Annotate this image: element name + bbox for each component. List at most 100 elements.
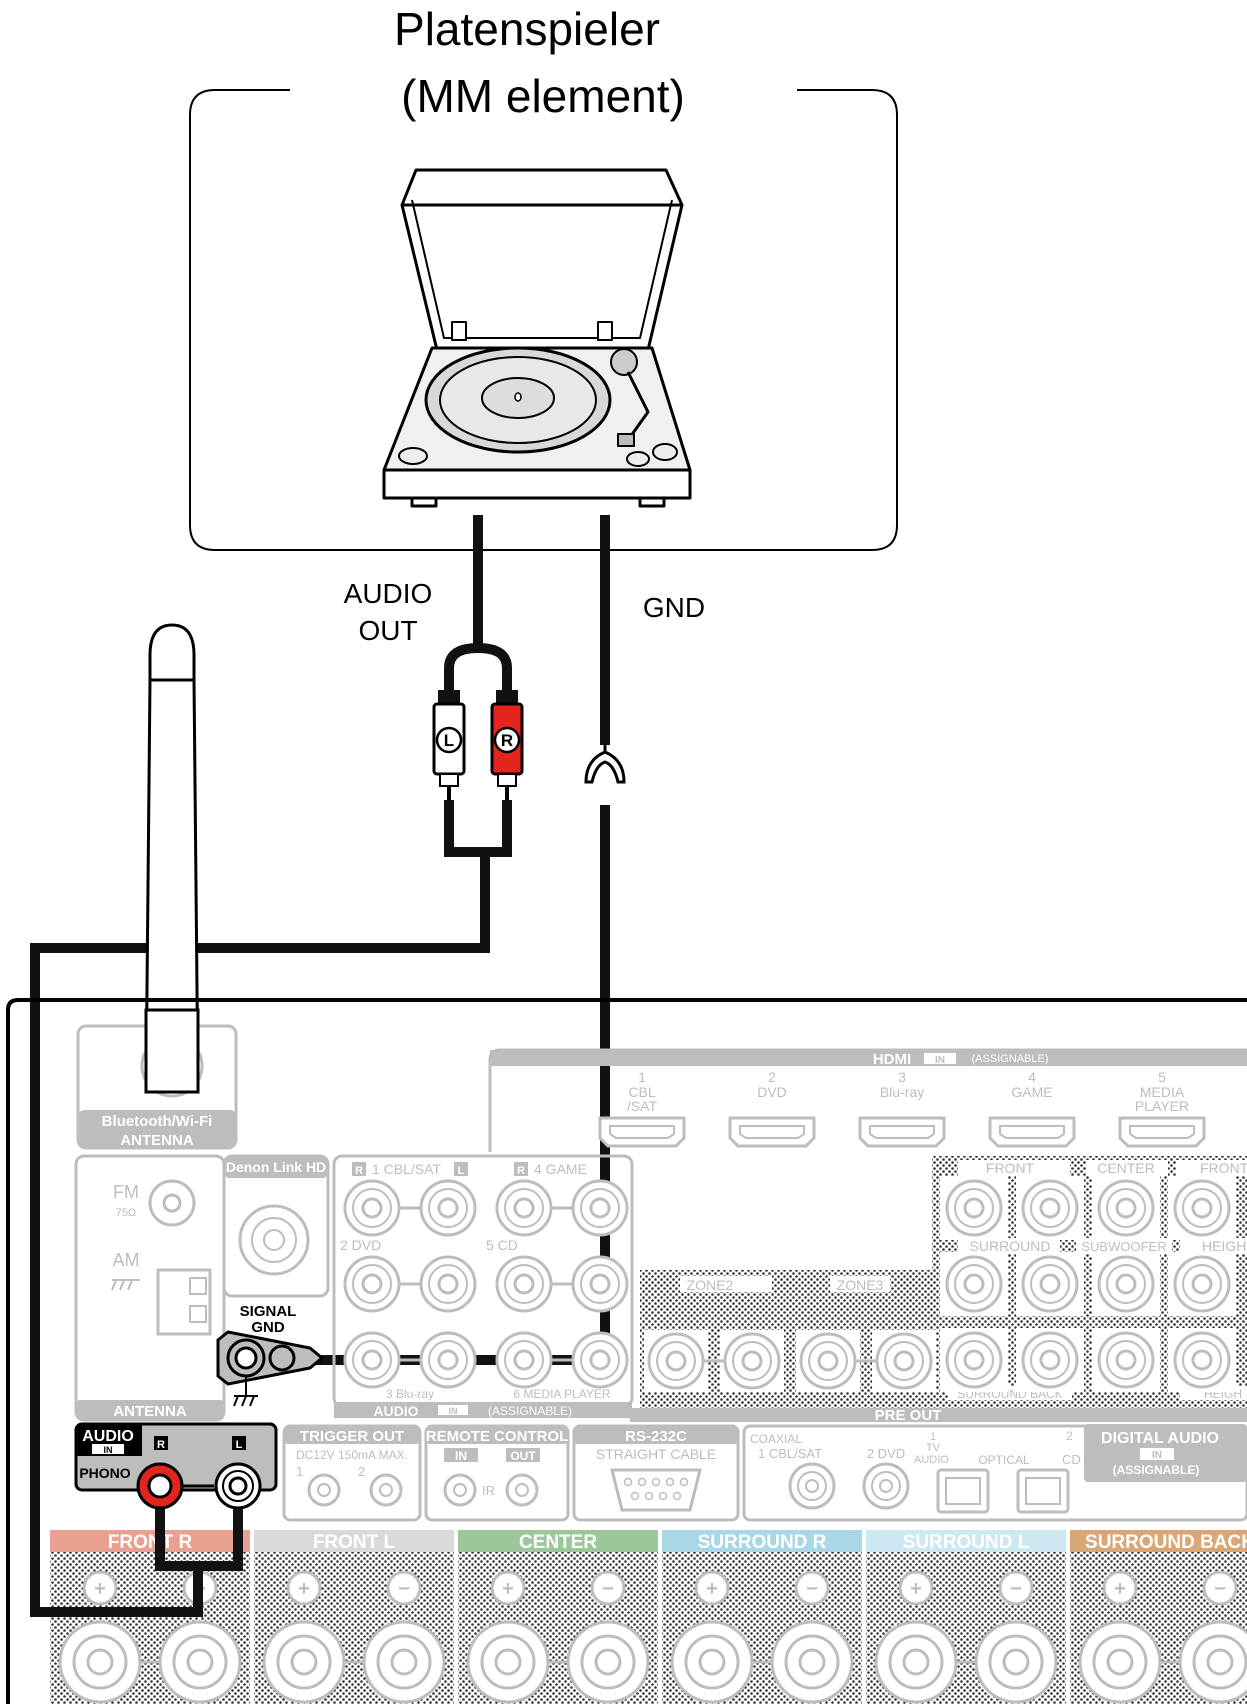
coaxial-label: COAXIAL xyxy=(750,1432,802,1446)
signal-gnd-label-line2: GND xyxy=(251,1319,285,1336)
speaker-terminal-3[interactable]: CENTER+− xyxy=(458,1530,658,1704)
receiver-panel-edge xyxy=(6,998,1247,1704)
svg-text:+: + xyxy=(1114,1578,1126,1600)
pre-out-surround-label: SURROUND xyxy=(970,1238,1051,1254)
gnd-spade-icon xyxy=(584,745,626,784)
hdmi-input-num: 1 xyxy=(638,1069,646,1085)
audio-in-jack-l[interactable] xyxy=(571,1255,629,1313)
svg-text:+: + xyxy=(910,1578,922,1600)
pre-out-jack[interactable] xyxy=(1097,1179,1155,1237)
pre-out-jack[interactable] xyxy=(945,1331,1003,1389)
digital-audio-label: DIGITAL AUDIO xyxy=(1101,1430,1219,1447)
audio-out-label-line1: AUDIO xyxy=(344,578,433,609)
audio-in-jack-r[interactable] xyxy=(343,1255,401,1313)
rs232c-label: RS-232C xyxy=(625,1428,687,1445)
digital-audio-assignable-label: (ASSIGNABLE) xyxy=(1113,1463,1200,1477)
hdmi-block: HDMI IN (ASSIGNABLE) xyxy=(488,1048,1247,1152)
fm-ohm-label: 75Ω xyxy=(116,1207,136,1219)
zone-jack[interactable] xyxy=(875,1332,933,1390)
remote-out-label: OUT xyxy=(510,1449,536,1463)
signal-gnd-terminal xyxy=(216,1330,325,1407)
svg-text:−: − xyxy=(1010,1578,1022,1600)
audio-in-jack-r[interactable] xyxy=(495,1255,553,1313)
optical-tv-audio-label: AUDIO xyxy=(914,1454,949,1466)
audio-in-footer-assignable: (ASSIGNABLE) xyxy=(488,1404,572,1418)
audio-in-r-badge: R xyxy=(355,1165,363,1177)
speaker-terminals: FRONT R+−FRONT L+−CENTER+−SURROUND R+−SU… xyxy=(50,1530,1247,1704)
coaxial-dvd-label: 2 DVD xyxy=(867,1446,905,1461)
trigger-2-label: 2 xyxy=(358,1464,365,1479)
pre-out-jack[interactable] xyxy=(1021,1255,1079,1313)
svg-text:−: − xyxy=(1214,1578,1226,1600)
pre-out-jack[interactable] xyxy=(945,1255,1003,1313)
rca-plug-left: L xyxy=(432,690,466,800)
pre-out-jack[interactable] xyxy=(945,1179,1003,1237)
zone-jack[interactable] xyxy=(647,1332,705,1390)
hdmi-input-name: Blu-ray xyxy=(880,1084,924,1100)
audio-in-jack-r[interactable] xyxy=(343,1331,401,1389)
speaker-terminal-2[interactable]: FRONT L+− xyxy=(254,1530,454,1704)
hdmi-input-name2: PLAYER xyxy=(1135,1098,1189,1114)
fm-am-antenna-block: FM 75Ω AM ANTENNA xyxy=(74,1154,226,1422)
audio-in-jack-r[interactable] xyxy=(495,1179,553,1237)
speaker-terminal-6[interactable]: SURROUND BACK + − xyxy=(1070,1530,1247,1704)
pre-out-jack[interactable] xyxy=(1173,1331,1231,1389)
antenna-label: ANTENNA xyxy=(113,1403,186,1420)
zone-jack[interactable] xyxy=(723,1332,781,1390)
svg-text:−: − xyxy=(602,1578,614,1600)
denon-link-block: Denon Link HD xyxy=(222,1154,330,1298)
audio-in-jack-r[interactable] xyxy=(495,1331,553,1389)
audio-in-jack-l[interactable] xyxy=(419,1331,477,1389)
phono-label: PHONO xyxy=(79,1465,130,1481)
pre-out-jack[interactable] xyxy=(1173,1179,1231,1237)
audio-in-media-player-label: 6 MEDIA PLAYER xyxy=(513,1387,610,1401)
pre-out-jack[interactable] xyxy=(1021,1179,1079,1237)
fm-label: FM xyxy=(113,1182,139,1202)
audio-in-footer-audio: AUDIO xyxy=(373,1403,418,1419)
pre-out-jack[interactable] xyxy=(1173,1255,1231,1313)
pre-out-jack[interactable] xyxy=(1097,1255,1155,1313)
hdmi-input-num: 4 xyxy=(1028,1069,1036,1085)
audio-in-block: R 1 CBL/SAT L R 4 GAME 2 DVD 5 CD 3 Blu-… xyxy=(332,1154,634,1419)
am-label: AM xyxy=(113,1250,140,1270)
zone-jack[interactable] xyxy=(799,1332,857,1390)
audio-in-jack-l[interactable] xyxy=(419,1255,477,1313)
optical-tv-num: 1 xyxy=(930,1431,936,1443)
hdmi-in-label: IN xyxy=(935,1055,945,1066)
speaker-terminal-5[interactable]: SURROUND L+− xyxy=(866,1530,1066,1704)
speaker-label: SURROUND R xyxy=(698,1532,827,1553)
pre-out-jack[interactable] xyxy=(1021,1331,1079,1389)
trigger-spec-label: DC12V 150mA MAX. xyxy=(296,1448,408,1462)
speaker-terminal-4[interactable]: SURROUND R+− xyxy=(662,1530,862,1704)
antenna-icon xyxy=(144,623,200,1094)
coaxial-cbl-label: 1 CBL/SAT xyxy=(758,1446,822,1461)
optical-cd-label: CD xyxy=(1062,1452,1081,1467)
audio-in-jack-l[interactable] xyxy=(419,1179,477,1237)
rca-plug-right: R xyxy=(490,690,524,800)
pre-out-center-label: CENTER xyxy=(1097,1160,1155,1176)
svg-text:−: − xyxy=(806,1578,818,1600)
speaker-label: FRONT R xyxy=(108,1532,193,1553)
pre-out-jack[interactable] xyxy=(1097,1331,1155,1389)
bt-antenna-label-line1: Bluetooth/Wi-Fi xyxy=(102,1113,213,1130)
pre-out-height-label: HEIGHT xyxy=(1202,1238,1247,1254)
speaker-label: SURROUND BACK xyxy=(1085,1532,1247,1553)
phono-in-label: IN xyxy=(104,1445,113,1455)
svg-text:+: + xyxy=(94,1578,106,1600)
audio-in-jack-r[interactable] xyxy=(343,1179,401,1237)
hdmi-input-name: MEDIA xyxy=(1140,1084,1185,1100)
trigger-1-label: 1 xyxy=(296,1464,303,1479)
audio-in-jack-l[interactable] xyxy=(571,1179,629,1237)
optical-tv-label: TV xyxy=(926,1442,941,1454)
hdmi-input-num: 5 xyxy=(1158,1069,1166,1085)
audio-in-jack-l[interactable] xyxy=(571,1331,629,1389)
audio-in-cbl-label: 1 CBL/SAT xyxy=(372,1161,441,1177)
speaker-label: FRONT L xyxy=(313,1532,396,1553)
audio-in-game-label: 4 GAME xyxy=(534,1161,587,1177)
